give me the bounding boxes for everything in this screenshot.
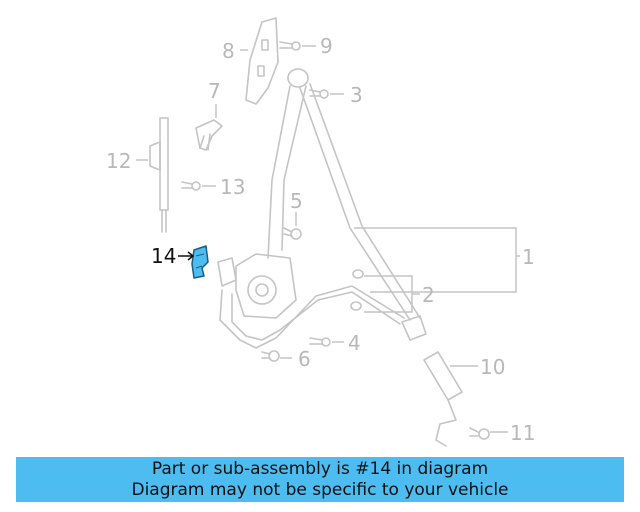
callout-5: 5 xyxy=(290,189,303,213)
callout-4: 4 xyxy=(348,331,361,355)
part-13-bolt xyxy=(181,181,201,191)
callout-10: 10 xyxy=(480,355,505,379)
callout-13: 13 xyxy=(220,175,245,199)
callout-8: 8 xyxy=(222,39,235,63)
retractor-assembly xyxy=(217,253,297,319)
part-9-bolt xyxy=(279,41,301,51)
part-2-guide xyxy=(350,269,364,311)
callout-11: 11 xyxy=(510,421,535,445)
seat-belt-parts-diagram: 8 9 3 7 12 13 5 1 2 4 6 10 11 14 xyxy=(106,17,535,447)
callout-6: 6 xyxy=(298,347,311,371)
callout-7: 7 xyxy=(208,79,221,103)
part-10-buckle xyxy=(423,351,463,447)
part-6-bolt xyxy=(261,350,280,362)
part-14-bracket-highlighted xyxy=(191,245,209,279)
part-4-bolt xyxy=(309,337,331,347)
leader-lines xyxy=(136,45,520,433)
lap-belt xyxy=(219,285,405,349)
part-12-pretensioner xyxy=(149,117,169,233)
callout-9: 9 xyxy=(320,34,333,58)
banner-line-part-number: Part or sub-assembly is #14 in diagram xyxy=(151,459,489,479)
part-5-bolt xyxy=(283,227,302,240)
callout-14: 14 xyxy=(151,244,176,268)
part-8-height-adjuster xyxy=(245,17,279,105)
banner-line-disclaimer: Diagram may not be specific to your vehi… xyxy=(131,480,509,500)
info-banner: Part or sub-assembly is #14 in diagram D… xyxy=(16,457,624,502)
part-7-clip xyxy=(195,119,223,151)
belt-webbing xyxy=(267,68,427,341)
part-11-bolt xyxy=(469,427,490,440)
callout-3: 3 xyxy=(350,83,363,107)
callout-12: 12 xyxy=(106,149,131,173)
callout-1: 1 xyxy=(522,245,535,269)
callout-2: 2 xyxy=(422,283,435,307)
